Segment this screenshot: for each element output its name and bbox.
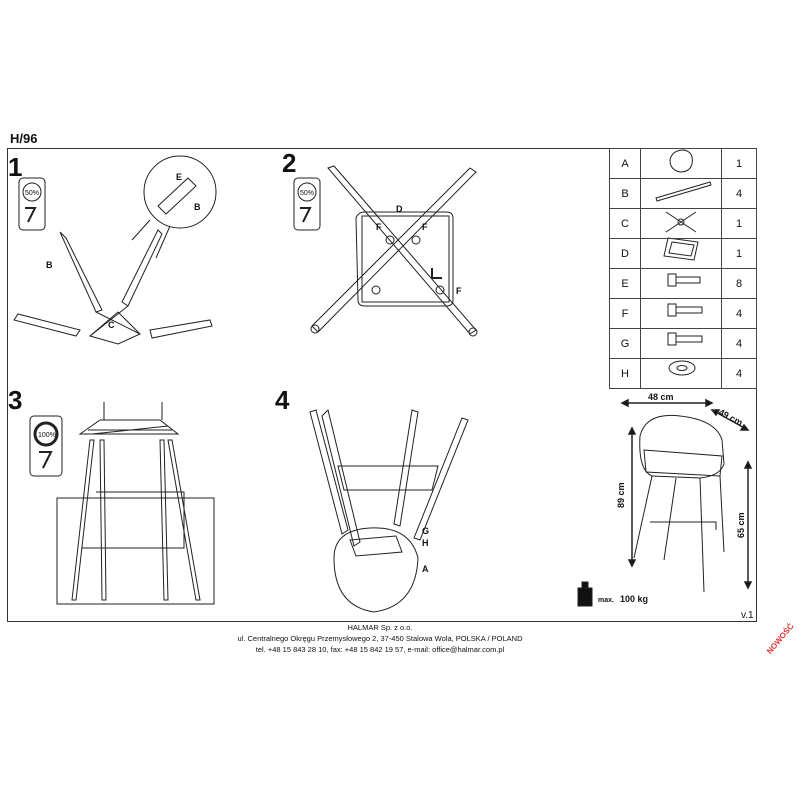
step4-stool (309, 409, 469, 613)
label-a: A (422, 564, 429, 574)
dimension-arrows (620, 398, 753, 590)
label-g: G (422, 526, 429, 536)
model-code: H/96 (10, 131, 38, 146)
cross-frame-icon (640, 208, 722, 239)
tool-badge-percent-2: 50% (300, 190, 314, 197)
version-label: v.1 (741, 610, 754, 621)
step-number-2: 2 (282, 148, 297, 178)
step1-detail-magnifier (131, 155, 217, 259)
label-b-detail: B (194, 202, 201, 212)
screw-icon (640, 298, 722, 329)
step-number-1: 1 (8, 152, 23, 182)
label-f-1: F (376, 222, 382, 232)
seat-icon (640, 148, 722, 179)
label-d: D (396, 204, 403, 214)
company-address: ul. Centralnego Okręgu Przemysłowego 2, … (237, 634, 523, 643)
dimension-stool (633, 414, 725, 593)
step-number-3: 3 (8, 385, 23, 415)
washer-icon (640, 358, 722, 389)
screw-icon (640, 328, 722, 359)
label-b: B (46, 260, 53, 270)
dimension-width: 48 cm (648, 392, 674, 402)
tool-badge-percent-3: 100% (38, 432, 56, 439)
step-number-4: 4 (275, 385, 290, 415)
step2-frame (310, 165, 478, 337)
step3-stool (56, 402, 215, 605)
wrench-badge-icon-1 (18, 177, 46, 231)
bolt-icon (640, 268, 722, 299)
dimension-seat-height: 65 cm (736, 512, 746, 538)
label-h: H (422, 538, 429, 548)
dimension-height: 89 cm (616, 482, 626, 508)
company-name: HALMAR Sp. z o.o. (347, 623, 413, 632)
label-e: E (176, 172, 182, 182)
max-load-label: max. (598, 597, 614, 604)
dimension-depth: 49 cm (717, 407, 744, 428)
company-contact: tel. +48 15 843 28 10, fax: +48 15 842 1… (255, 645, 505, 654)
company-footer: HALMAR Sp. z o.o. ul. Centralnego Okręgu… (150, 622, 610, 655)
weight-icon (577, 581, 593, 607)
footrest-frame-icon (640, 238, 722, 269)
wrench-badge-icon-2 (293, 177, 321, 231)
leg-icon (640, 178, 722, 209)
tool-badge-percent-1: 50% (25, 190, 39, 197)
label-f-2: F (422, 222, 428, 232)
step1-legs (13, 229, 213, 345)
label-c: C (108, 320, 115, 330)
label-f-3: F (456, 286, 462, 296)
wrench-badge-icon-3 (29, 415, 63, 477)
max-load-value: 100 kg (620, 594, 648, 604)
instruction-frame (7, 148, 757, 622)
